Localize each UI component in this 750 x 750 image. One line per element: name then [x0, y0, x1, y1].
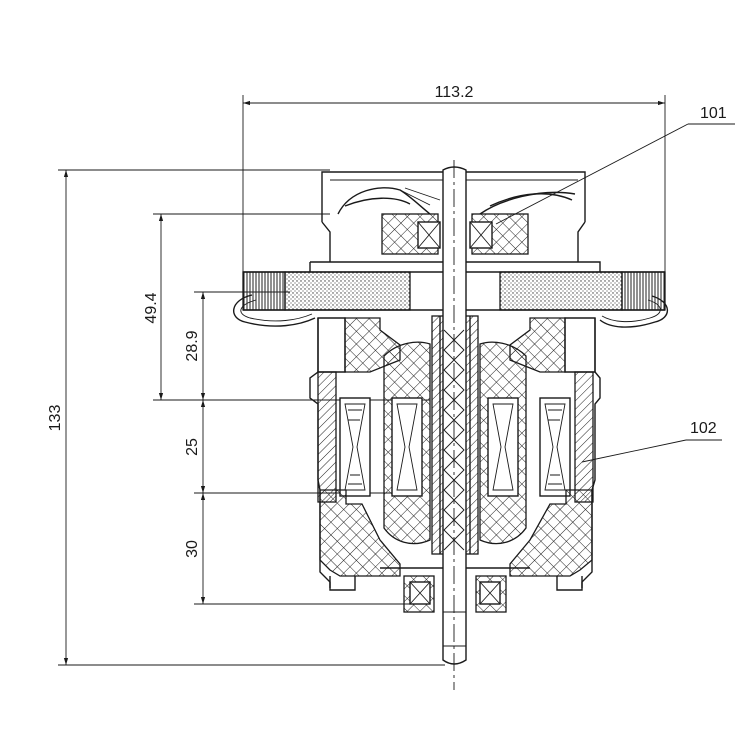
dimension-overall-width: 113.2 — [242, 84, 666, 290]
callout-101: 101 — [495, 105, 735, 225]
callout-102: 102 — [581, 420, 722, 463]
dimension-fan-to-stator: 49.4 — [143, 213, 330, 400]
brush-to-stator-label: 28.9 — [184, 330, 201, 361]
overall-height-label: 133 — [47, 405, 64, 432]
fan-to-stator-label: 49.4 — [143, 292, 160, 323]
motor-shaft — [442, 166, 467, 665]
carbon-brush-left — [242, 271, 286, 311]
carbon-brush-right — [621, 271, 666, 311]
callout-101-label: 101 — [700, 105, 727, 122]
stator-winding-right — [539, 397, 571, 497]
fan-impeller — [337, 187, 576, 215]
stator-to-bottom-label: 30 — [184, 540, 201, 558]
dimension-overall-height: 133 — [47, 169, 445, 666]
stator-lamination-left-outer — [317, 371, 337, 503]
brush-holder-left — [284, 271, 411, 311]
rotor-winding-left — [391, 397, 423, 497]
brush-holder-right — [499, 271, 623, 311]
dimension-stator-to-bottom: 30 — [184, 493, 430, 605]
stator-height-label: 25 — [184, 438, 201, 456]
upper-bearing — [417, 221, 493, 249]
callout-102-label: 102 — [690, 420, 717, 437]
stator-lamination-right-outer — [574, 371, 594, 503]
motor-assembly — [233, 160, 669, 690]
lower-end-shield-left — [319, 489, 401, 577]
lower-end-shield-right — [509, 489, 593, 577]
lower-bearing — [403, 575, 507, 613]
brush-lead-right — [599, 295, 669, 328]
brush-lead-left — [233, 294, 316, 327]
overall-width-label: 113.2 — [435, 84, 474, 101]
stator-winding-left — [339, 397, 371, 497]
rotor-winding-right — [487, 397, 519, 497]
